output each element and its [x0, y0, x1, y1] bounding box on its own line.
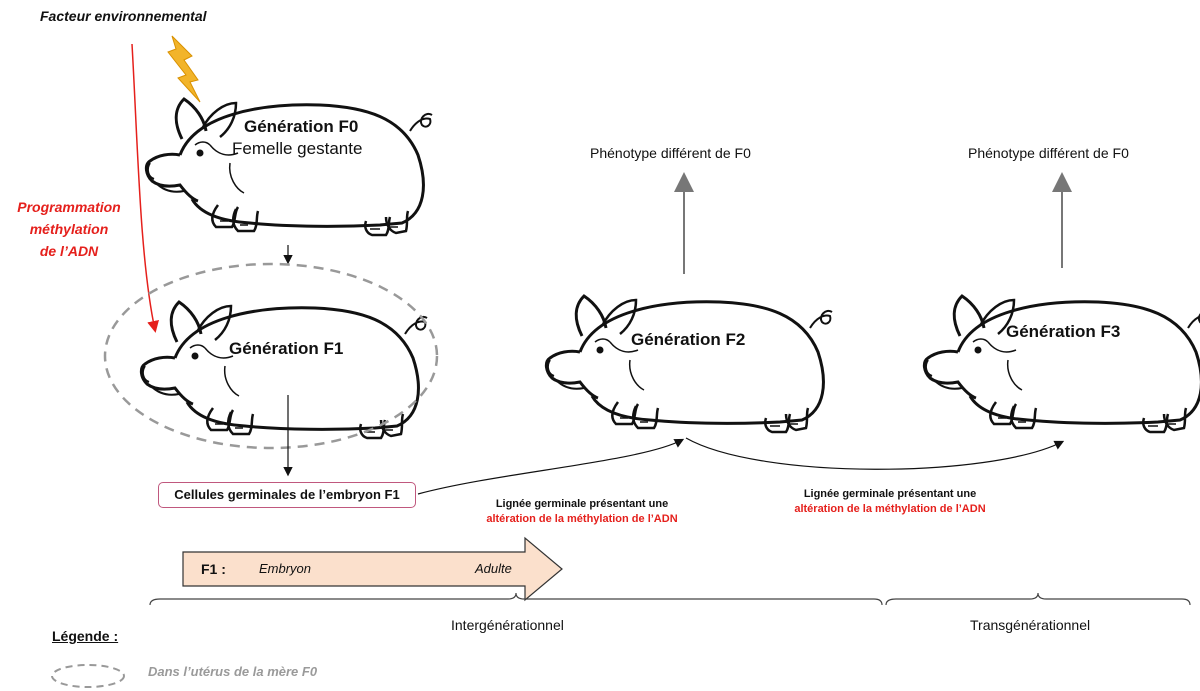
transgenerational-label: Transgénérationnel: [970, 617, 1091, 633]
pig-f1-illustration: [139, 300, 429, 440]
germline-f2-label: Lignée germinale présentant une altérati…: [452, 497, 712, 527]
generation-f3-title: Génération F3: [1006, 322, 1121, 341]
f1-timeline-end: Adulte: [475, 561, 512, 576]
germline-arrow-f2: [417, 438, 685, 495]
germline-f2-line1: Lignée germinale présentant une: [495, 498, 669, 510]
pig-f2-illustration: [544, 294, 834, 434]
environmental-factor-label: Facteur environnemental: [40, 8, 207, 24]
programming-arrow: [131, 43, 159, 333]
generation-f2-title: Génération F2: [631, 330, 746, 349]
generation-f0-title: Génération F0: [244, 117, 359, 136]
transgenerational-brace: [885, 592, 1191, 606]
programming-note: Programmation méthylation de l’ADN: [2, 196, 136, 262]
programming-note-line2: méthylation: [29, 221, 109, 237]
programming-note-line3: de l’ADN: [39, 243, 99, 259]
f1-timeline-label: F1 :: [201, 561, 226, 577]
generation-f1-title: Génération F1: [229, 339, 344, 358]
phenotype-f2-label: Phénotype différent de F0: [590, 145, 751, 161]
phenotype-f3-label: Phénotype différent de F0: [968, 145, 1129, 161]
legend-title: Légende :: [52, 628, 119, 644]
intergenerational-brace: [149, 592, 883, 606]
germline-f3-line1: Lignée germinale présentant une: [803, 488, 977, 500]
programming-note-line1: Programmation: [17, 199, 121, 215]
germline-arrow-f3: [685, 437, 1065, 470]
germline-f2-line2: altération de la méthylation de l’ADN: [486, 513, 678, 525]
legend-uterus-icon: [51, 664, 125, 688]
lightning-icon: [167, 35, 201, 103]
intergenerational-label: Intergénérationnel: [451, 617, 564, 633]
f1-timeline-start: Embryon: [259, 561, 312, 576]
pig-f3-illustration: [922, 294, 1200, 434]
generation-f0-subtitle: Femelle gestante: [232, 139, 363, 158]
uterus-ellipse: [103, 262, 439, 450]
germline-f3-line2: altération de la méthylation de l’ADN: [794, 503, 986, 515]
germline-f3-label: Lignée germinale présentant une altérati…: [760, 487, 1020, 517]
f1-timeline-arrow: [182, 536, 563, 602]
legend-uterus-label: Dans l’utérus de la mère F0: [148, 664, 318, 679]
germ-cells-box: Cellules germinales de l’embryon F1: [158, 482, 416, 508]
